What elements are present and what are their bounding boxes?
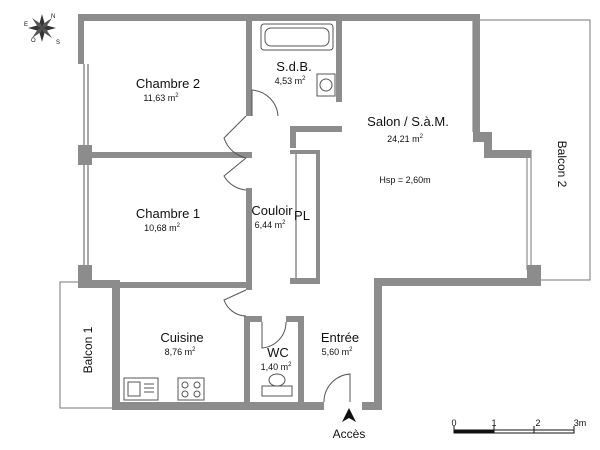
sink-icon [316,73,336,97]
access-arrow-icon [342,408,356,422]
chambre-2-area: 11,63 m2 [143,93,179,103]
walls [78,14,541,410]
doors [223,89,351,403]
scale-tick-1: 1 [491,418,496,428]
placard-label: PL [294,208,310,223]
compass-s-label: N [51,14,55,20]
chambre-2-label: Chambre 2 [136,76,200,91]
scale-tick-2: 2 [535,418,540,428]
bathtub-icon [260,23,334,51]
cuisine-area: 8,76 m2 [165,347,197,357]
kitchen-sink-icon [123,377,159,401]
wc-label: WC [267,345,289,360]
sdb-area: 4,53 m2 [275,76,307,86]
entree-area: 5,60 m2 [322,347,354,357]
compass-o-label: E [24,22,28,28]
entree-label: Entrée [321,330,359,345]
balcon-2-label: Balcon 2 [555,141,569,188]
scale-tick-3: 3m [574,418,587,428]
compass-n-label: O [31,38,36,44]
chambre-1-label: Chambre 1 [136,206,200,221]
scale-tick-0: 0 [451,418,456,428]
salon-area: 24,21 m2 [387,134,424,144]
salon-label: Salon / S.à.M. [367,114,449,129]
ceiling-height-label: Hsp = 2,60m [379,175,430,185]
balcon-1-label: Balcon 1 [81,326,95,373]
scale-bar: 0 1 2 3m [451,418,587,434]
access-label: Accès [333,427,366,441]
compass-e-label: S [56,40,60,46]
compass-rose-icon: O S E N [24,14,60,46]
cuisine-label: Cuisine [160,330,203,345]
sdb-label: S.d.B. [276,59,311,74]
cooktop-icon [177,377,205,401]
chambre-1-area: 10,68 m2 [144,223,181,233]
toilet-icon [261,373,293,397]
couloir-area: 6,44 m2 [255,220,287,230]
couloir-label: Couloir [251,203,293,218]
wc-area: 1,40 m2 [261,362,293,372]
